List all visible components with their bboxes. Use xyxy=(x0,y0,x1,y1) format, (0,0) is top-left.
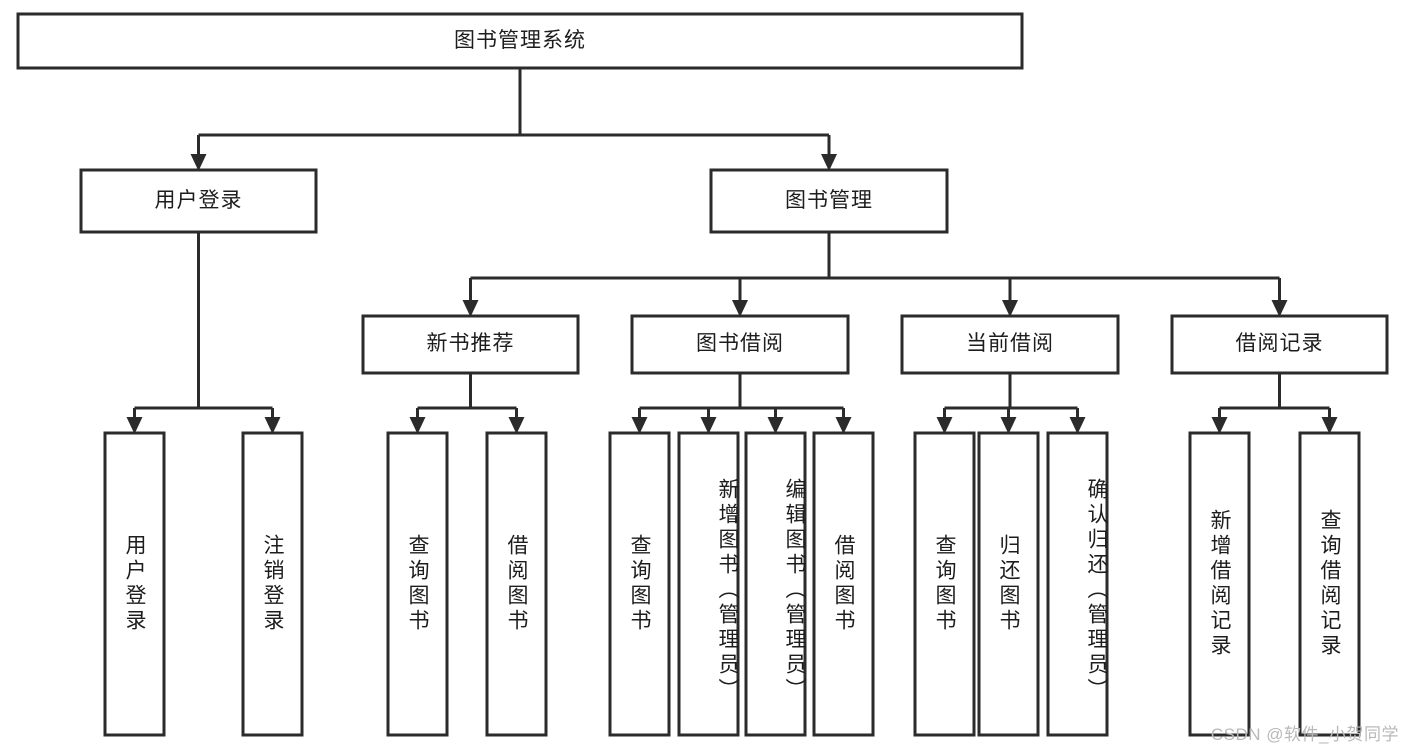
node-box-root[interactable] xyxy=(16,12,1024,70)
arrow-head-icon xyxy=(1002,300,1018,317)
arrow-head-icon xyxy=(1000,417,1017,434)
arrow-head-icon xyxy=(264,417,281,434)
node-box-leaf_rec_query[interactable] xyxy=(1298,431,1361,737)
node-box-leaf_bk_edit[interactable] xyxy=(744,431,807,737)
node-box-leaf_cur_confirm[interactable] xyxy=(1046,431,1109,737)
node-box-leaf_rec_add[interactable] xyxy=(1188,431,1251,737)
node-box-l3_current[interactable] xyxy=(900,314,1120,375)
arrow-head-icon xyxy=(732,300,748,317)
arrow-head-icon xyxy=(1271,300,1288,317)
arrow-head-icon xyxy=(1211,417,1228,434)
arrow-head-icon xyxy=(462,300,479,317)
connector-layer xyxy=(126,68,1338,434)
arrow-head-icon xyxy=(126,417,143,434)
arrow-head-icon xyxy=(409,417,426,434)
node-box-l3_newbook[interactable] xyxy=(361,314,580,375)
arrow-head-icon xyxy=(190,154,207,171)
arrow-head-icon xyxy=(936,417,953,434)
arrow-head-icon xyxy=(1069,417,1086,434)
arrow-head-icon xyxy=(767,417,784,434)
node-box-leaf_bk_query[interactable] xyxy=(608,431,671,737)
node-box-leaf_user_logout[interactable] xyxy=(241,431,304,737)
node-box-l2_book[interactable] xyxy=(709,168,949,234)
node-box-leaf_bk_add[interactable] xyxy=(677,431,740,737)
arrow-head-icon xyxy=(821,154,837,171)
arrow-head-icon xyxy=(835,417,852,434)
node-box-layer xyxy=(16,12,1389,737)
node-box-leaf_nb_query[interactable] xyxy=(386,431,449,737)
arrow-head-icon xyxy=(700,417,717,434)
node-box-leaf_cur_query[interactable] xyxy=(913,431,976,737)
node-box-leaf_bk_borrow[interactable] xyxy=(812,431,875,737)
arrow-head-icon xyxy=(631,417,648,434)
node-box-l3_borrow[interactable] xyxy=(630,314,850,375)
node-box-leaf_nb_borrow[interactable] xyxy=(485,431,548,737)
node-box-leaf_user_login[interactable] xyxy=(103,431,166,737)
arrow-head-icon xyxy=(508,417,525,434)
node-box-leaf_cur_return[interactable] xyxy=(977,431,1040,737)
node-box-l2_user[interactable] xyxy=(79,168,318,234)
csdn-watermark: CSDN @软件_小贺同学 xyxy=(1210,725,1399,744)
node-box-l3_record[interactable] xyxy=(1170,314,1389,375)
arrow-head-icon xyxy=(1321,417,1338,434)
